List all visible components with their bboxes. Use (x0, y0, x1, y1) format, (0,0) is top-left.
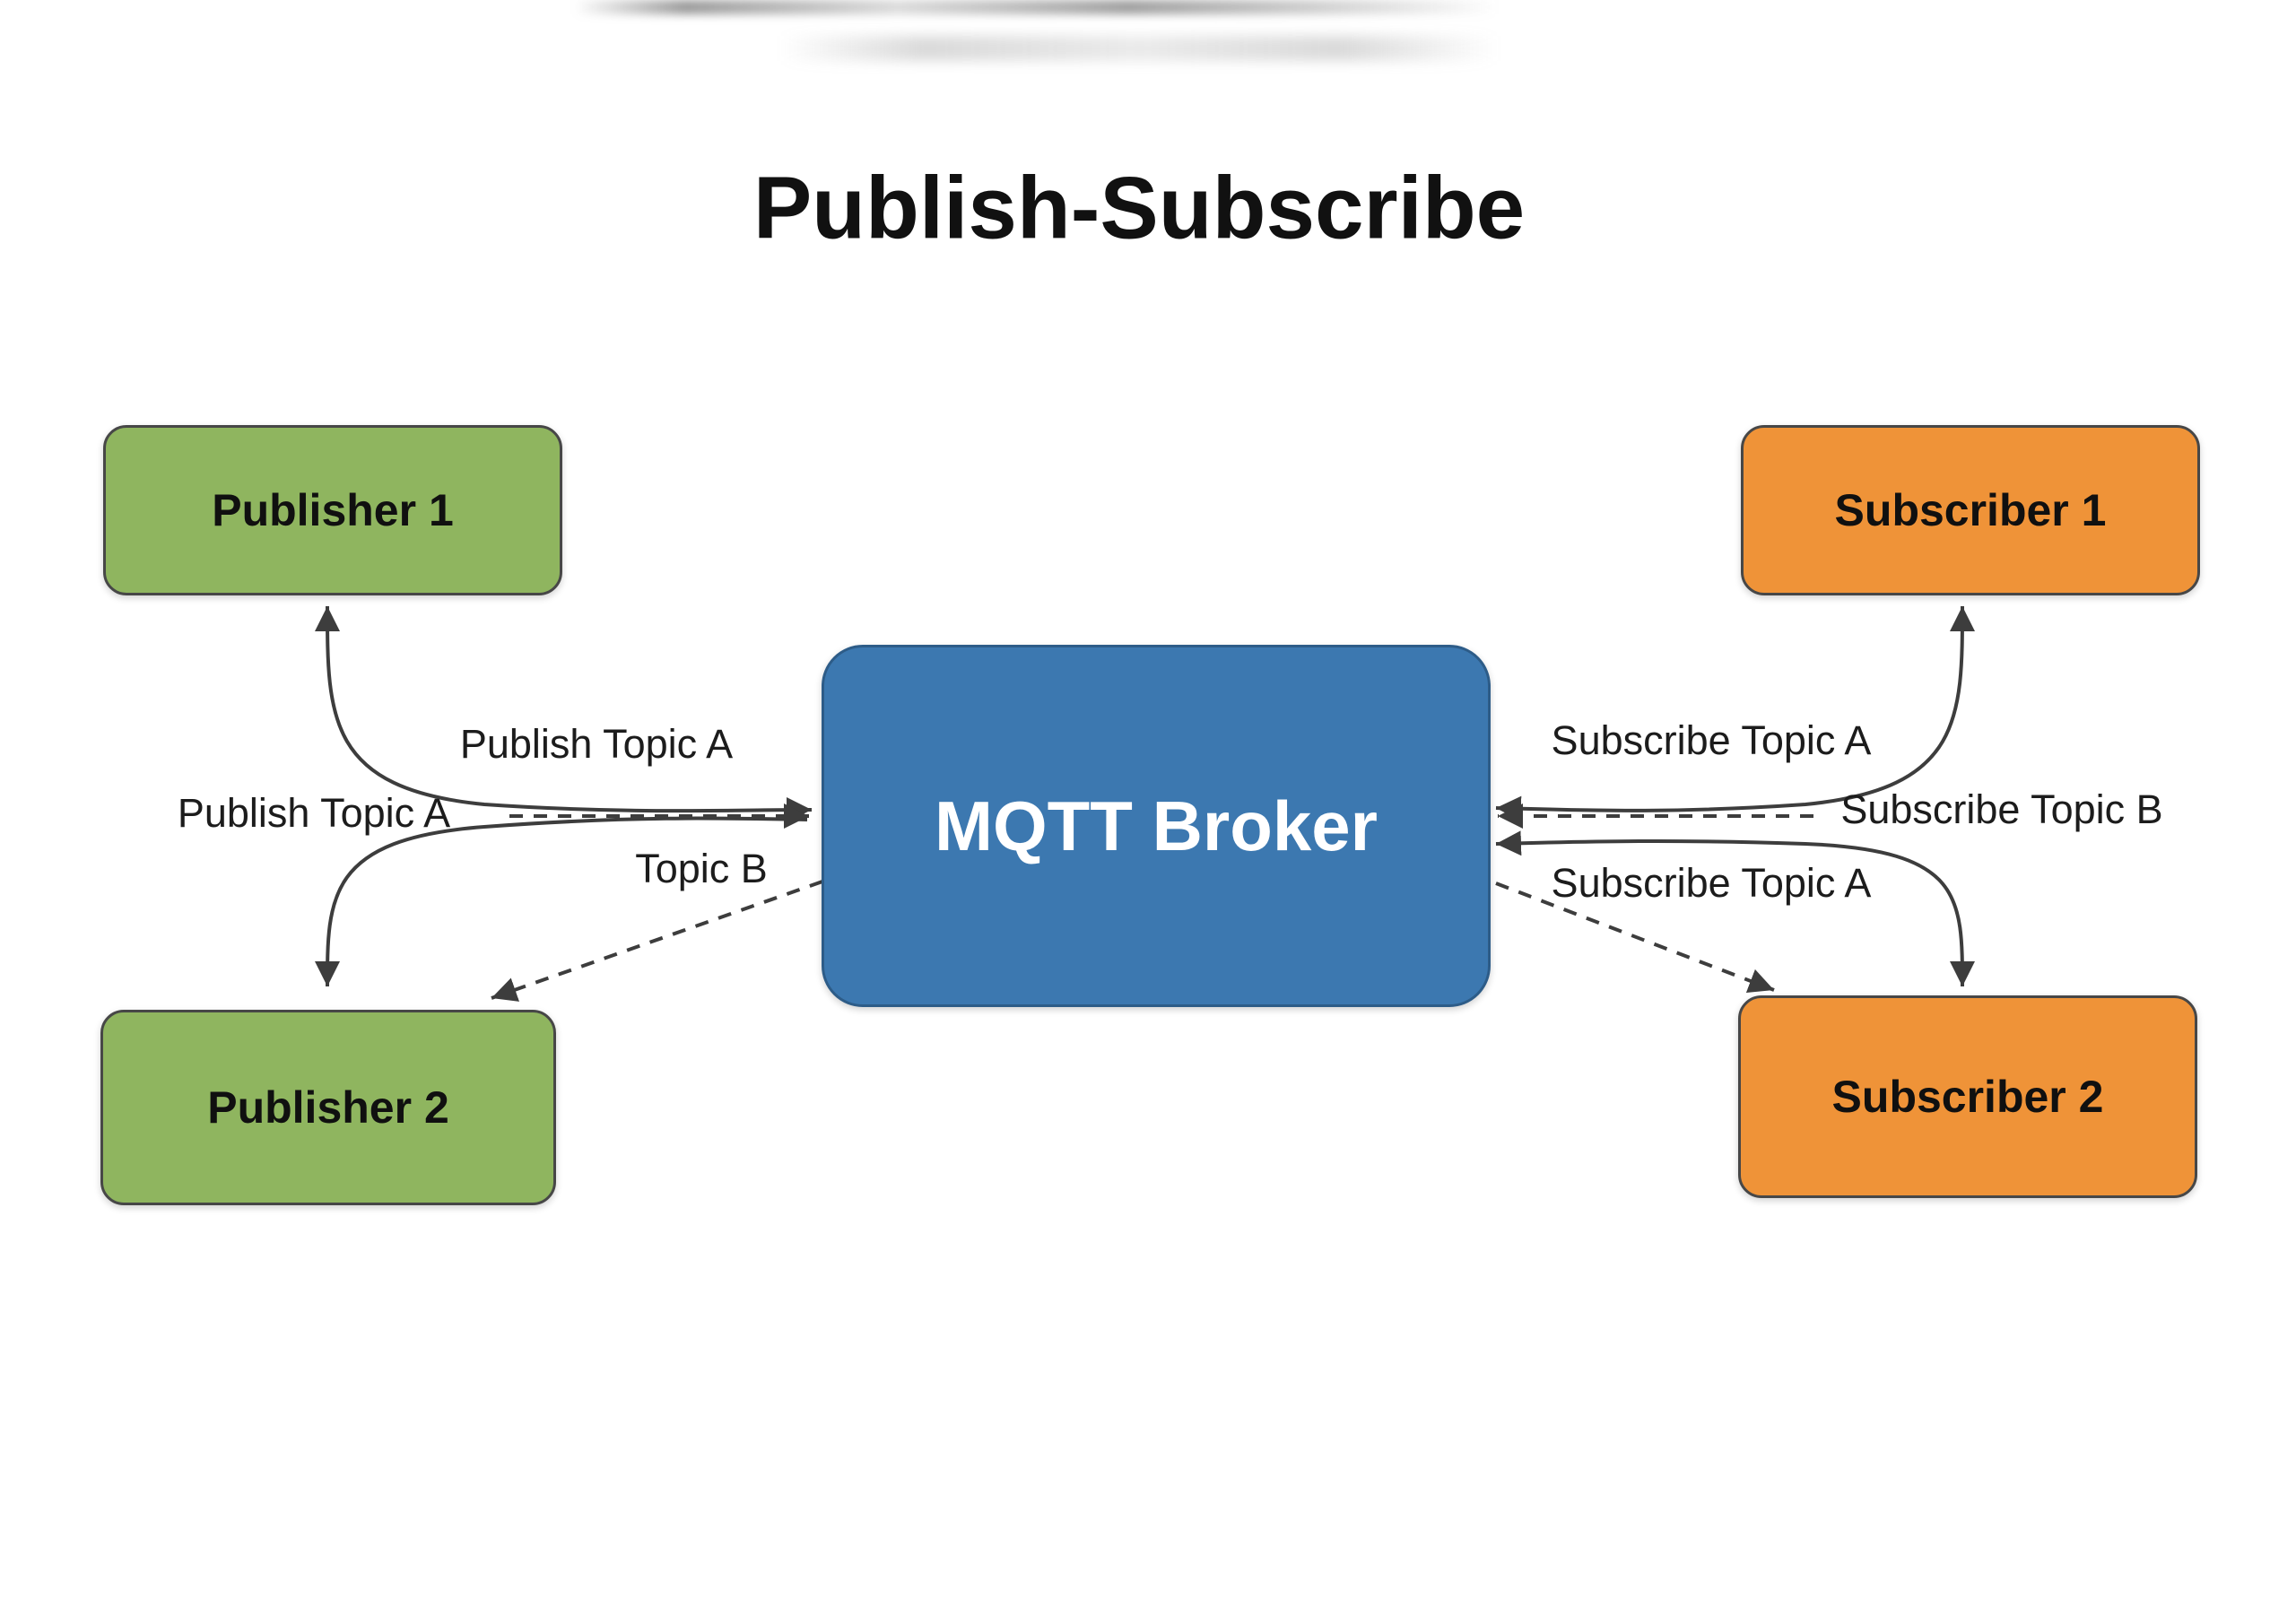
node-mqtt-broker: MQTT Broker (822, 645, 1491, 1007)
edge-label-subscribe-topic-a-bottom: Subscribe Topic A (1551, 860, 1872, 906)
node-subscriber-2-label: Subscriber 2 (1831, 1072, 2104, 1122)
node-subscriber-2: Subscriber 2 (1738, 995, 2197, 1198)
edge-label-topic-b: Topic B (635, 846, 768, 891)
node-subscriber-1-label: Subscriber 1 (1834, 485, 2107, 535)
node-publisher-2: Publisher 2 (100, 1010, 556, 1205)
diagram-title: Publish-Subscribe (752, 158, 1526, 257)
render-artifact (574, 0, 1498, 14)
node-publisher-1: Publisher 1 (103, 425, 562, 595)
edge-label-publish-topic-a-2: Publish Topic A (177, 790, 451, 836)
node-mqtt-broker-label: MQTT Broker (934, 786, 1378, 865)
edge-topic-b-line (491, 880, 823, 1002)
node-publisher-2-label: Publisher 2 (207, 1082, 449, 1133)
render-artifact (780, 36, 1498, 61)
edge-label-publish-topic-a-1: Publish Topic A (459, 721, 734, 767)
edge-broker-publisher2-line (315, 816, 808, 987)
edge-publisher1-broker-line (315, 605, 813, 823)
edge-label-subscribe-topic-a-top: Subscribe Topic A (1551, 717, 1872, 763)
node-publisher-1-label: Publisher 1 (212, 485, 454, 535)
node-subscriber-1: Subscriber 1 (1741, 425, 2200, 595)
edge-label-subscribe-topic-b: Subscribe Topic B (1840, 786, 2163, 832)
edge-subscriber1-broker-line (1495, 605, 1975, 821)
